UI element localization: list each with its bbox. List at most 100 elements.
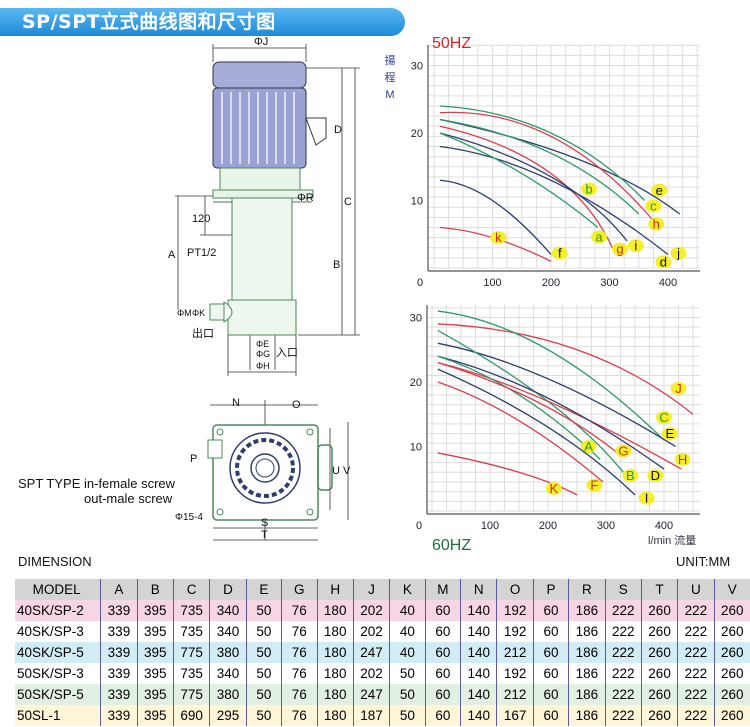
series-label: a <box>595 229 603 244</box>
value-cell: 202 <box>352 663 390 684</box>
x-tick-label: 400 <box>659 277 677 289</box>
column-header: A <box>100 579 138 600</box>
y-tick-label: 10 <box>411 196 423 208</box>
value-cell: 775 <box>172 684 210 705</box>
series-line-c <box>439 105 646 201</box>
value-cell: 76 <box>281 705 318 726</box>
value-cell: 202 <box>352 621 390 642</box>
series-label-badge <box>645 199 662 213</box>
series-label-badge <box>656 410 672 424</box>
y-axis-label: 揚 <box>385 54 396 67</box>
value-cell: 50 <box>389 684 426 705</box>
series-label: j <box>676 246 680 261</box>
label-k: ΦK <box>192 308 205 318</box>
value-cell: 180 <box>316 705 354 726</box>
value-cell: 140 <box>460 642 497 663</box>
value-cell: 380 <box>209 642 247 663</box>
column-header: N <box>460 579 497 600</box>
value-cell: 140 <box>460 621 497 642</box>
series-label: G <box>618 444 628 459</box>
series-label: k <box>495 230 502 245</box>
model-cell: 40SK/SP-3 <box>17 624 84 639</box>
series-label: e <box>656 183 663 198</box>
series-label-badge <box>627 239 644 253</box>
chart-title: 50HZ <box>432 35 471 52</box>
series-line-j <box>439 145 669 256</box>
model-cell: 50SK/SP-5 <box>17 687 84 702</box>
value-cell: 735 <box>172 600 210 621</box>
value-cell: 222 <box>677 705 715 726</box>
value-cell: 260 <box>713 642 750 663</box>
value-cell: 60 <box>424 642 461 663</box>
series-label: I <box>645 491 649 506</box>
value-cell: 260 <box>640 600 678 621</box>
unit-label: UNIT:MM <box>676 554 731 569</box>
y-tick-label: 20 <box>410 377 422 389</box>
column-header: J <box>352 579 390 600</box>
value-cell: 186 <box>568 684 606 705</box>
value-cell: 395 <box>136 705 174 726</box>
value-cell: 40 <box>389 600 426 621</box>
series-label-badge <box>661 427 678 441</box>
value-cell: 186 <box>568 663 606 684</box>
series-label: d <box>660 254 667 269</box>
series-label-badge <box>545 481 562 495</box>
drawing-labels: ΦJ D C ΦR 120 PT1/2 A B ΦM ΦK 出口 ΦE ΦG 入… <box>168 36 352 541</box>
column-header: M <box>424 579 461 600</box>
value-cell: 140 <box>460 663 497 684</box>
series-label-badge <box>490 231 507 245</box>
chart-title: 60HZ <box>432 537 471 554</box>
series-label-badge <box>655 255 672 269</box>
series-line-b <box>439 118 640 215</box>
label-t: T <box>261 529 268 541</box>
value-cell: 140 <box>460 684 497 705</box>
value-cell: 60 <box>424 705 461 726</box>
label-n: N <box>232 397 240 409</box>
series-line-I <box>437 368 636 496</box>
column-header: U <box>677 579 715 600</box>
value-cell: 395 <box>136 642 174 663</box>
series-label: i <box>634 238 637 253</box>
label-e: ΦE <box>256 339 269 349</box>
value-cell: 222 <box>677 621 715 642</box>
value-cell: 222 <box>604 621 642 642</box>
value-cell: 40 <box>389 621 426 642</box>
value-cell: 50 <box>245 663 282 684</box>
value-cell: 212 <box>496 684 534 705</box>
series-line-E <box>437 342 676 448</box>
model-cell: 40SK/SP-5 <box>17 645 84 660</box>
series-label: F <box>590 478 598 493</box>
value-cell: 192 <box>496 663 534 684</box>
column-header: H <box>316 579 354 600</box>
x-tick-label: 100 <box>483 277 501 289</box>
label-b: B <box>333 259 340 271</box>
label-m: ΦM <box>177 308 192 318</box>
label-s: S <box>261 517 268 529</box>
series-line-i <box>439 132 628 242</box>
series-label: K <box>549 481 558 496</box>
value-cell: 260 <box>640 621 678 642</box>
label-pt12: PT1/2 <box>187 247 216 259</box>
value-cell: 180 <box>316 663 354 684</box>
label-a: A <box>168 249 176 261</box>
value-cell: 76 <box>281 663 318 684</box>
model-cell: 40SK/SP-2 <box>17 603 84 618</box>
value-cell: 60 <box>424 621 461 642</box>
label-v: V <box>343 465 351 477</box>
series-label-badge <box>647 469 664 483</box>
value-cell: 247 <box>352 642 390 663</box>
value-cell: 202 <box>352 600 390 621</box>
x-tick-label: 200 <box>542 277 560 289</box>
label-u: U <box>332 465 340 477</box>
value-cell: 735 <box>172 621 210 642</box>
dimension-lines <box>175 44 360 541</box>
value-cell: 260 <box>713 621 750 642</box>
label-r: ΦR <box>297 192 314 204</box>
series-label-badge <box>648 217 665 231</box>
